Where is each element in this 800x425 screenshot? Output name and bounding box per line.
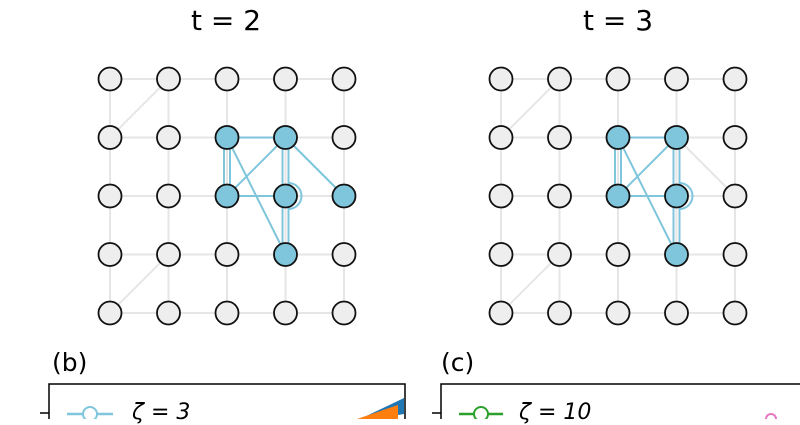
active-node	[214, 183, 240, 209]
active-node	[605, 183, 631, 209]
legend-text-b: ζ = 3	[132, 400, 191, 425]
node	[547, 300, 572, 326]
node	[664, 66, 689, 92]
node	[488, 66, 514, 92]
node	[722, 183, 748, 209]
node	[97, 66, 123, 92]
blue-arc	[679, 182, 694, 210]
active-node	[273, 242, 298, 267]
gray-edge	[109, 253, 170, 314]
legend-marker-b	[82, 406, 98, 419]
node	[273, 66, 298, 92]
panel-label-c: (c)	[441, 348, 475, 377]
gray-edge	[109, 78, 170, 139]
active-node	[664, 125, 689, 150]
gray-edge	[500, 78, 561, 139]
node	[331, 242, 357, 267]
node	[156, 242, 181, 267]
active-node	[664, 242, 689, 267]
node	[156, 300, 181, 326]
panel-b-frame	[48, 383, 406, 419]
panel-c-frame	[440, 383, 800, 419]
active-node	[273, 183, 298, 209]
blue-edge	[284, 136, 345, 197]
node	[156, 125, 181, 150]
node	[97, 300, 123, 326]
active-node	[273, 125, 298, 150]
blue-edge	[226, 136, 287, 197]
legend-marker-c	[473, 406, 489, 419]
gray-edge	[675, 136, 736, 197]
active-node	[331, 183, 357, 209]
curve-pink	[765, 413, 777, 419]
node	[547, 125, 572, 150]
node	[488, 242, 514, 267]
node	[331, 125, 357, 150]
node	[156, 66, 181, 92]
node	[605, 242, 631, 267]
blue-arc	[288, 182, 303, 210]
curve-orange	[357, 405, 398, 419]
node	[331, 66, 357, 92]
node	[488, 125, 514, 150]
node	[156, 183, 181, 209]
grid-title-t2: t = 2	[191, 4, 262, 37]
active-node	[605, 125, 631, 150]
node	[97, 125, 123, 150]
node	[97, 183, 123, 209]
blue-edge	[617, 136, 678, 197]
node	[547, 66, 572, 92]
node	[722, 66, 748, 92]
node	[331, 300, 357, 326]
grid-title-t3: t = 3	[583, 4, 654, 37]
node	[605, 300, 631, 326]
active-node	[664, 183, 689, 209]
gray-edge	[500, 253, 561, 314]
node	[488, 183, 514, 209]
node	[214, 242, 240, 267]
node	[214, 300, 240, 326]
node	[605, 66, 631, 92]
node	[664, 300, 689, 326]
node	[547, 242, 572, 267]
active-node	[214, 125, 240, 150]
node	[214, 66, 240, 92]
panel-label-b: (b)	[52, 348, 88, 377]
node	[273, 300, 298, 326]
node	[97, 242, 123, 267]
node	[722, 125, 748, 150]
node	[488, 300, 514, 326]
legend-text-c: ζ = 10	[519, 400, 592, 425]
node	[547, 183, 572, 209]
node	[722, 242, 748, 267]
node	[722, 300, 748, 326]
